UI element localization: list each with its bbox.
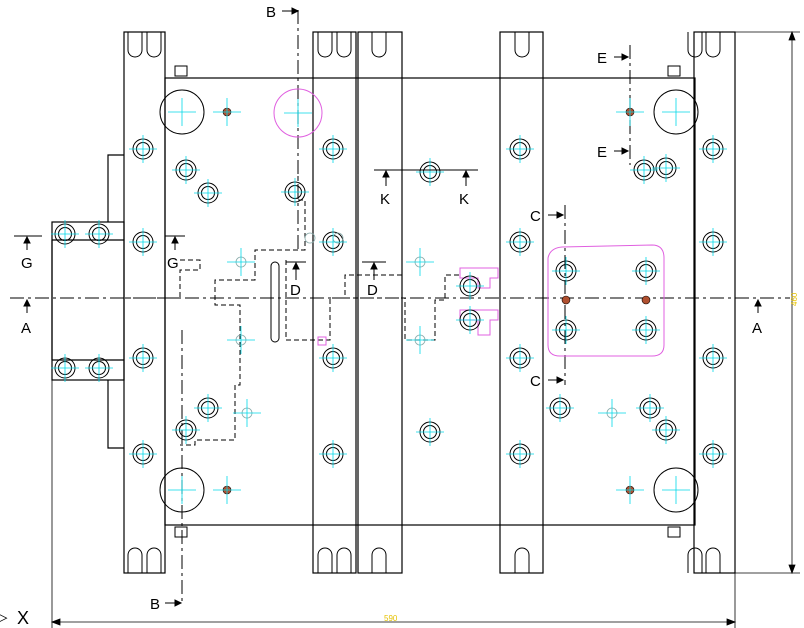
center-cross-mark [281,178,309,206]
center-cross-mark [319,228,347,256]
center-cross-mark [227,248,255,276]
leader-pin-bores [159,89,699,513]
pins [222,107,651,495]
center-cross-mark [506,344,534,372]
light-circle [304,232,316,244]
center-cross-mark [506,440,534,468]
center-cross-mark [85,354,113,382]
center-cross-mark [699,135,727,163]
center-cross-mark [652,154,680,182]
label-b-bottom: B [150,596,160,613]
label-b-top: B [266,4,276,21]
dimension-height: 460 [790,292,799,306]
center-cross-mark [319,440,347,468]
center-cross-mark [129,228,157,256]
label-c-top: C [530,208,541,225]
label-a-right: A [752,320,762,337]
label-e-bottom: E [597,144,607,161]
label-g-right: G [167,255,179,272]
axis-arrow-icon: ▷ [0,609,8,626]
center-cross-mark [652,416,680,444]
center-cross-mark [85,220,113,248]
center-cross-mark [552,316,580,344]
center-cross-mark [227,326,255,354]
top-u-slots [127,32,721,58]
center-cross-mark [406,248,434,276]
center-cross-mark [416,158,444,186]
center-cross-mark [168,98,196,126]
center-cross-mark [213,476,241,504]
center-cross-mark [213,98,241,126]
center-cross-mark [662,476,690,504]
center-cross-mark [598,399,626,427]
center-cross-mark [699,228,727,256]
label-k-left: K [380,191,390,208]
label-d-right: D [367,282,378,299]
center-cross-mark [319,344,347,372]
dimension-lines [50,30,800,628]
center-cross-mark [172,416,200,444]
center-cross-mark [51,220,79,248]
center-cross-mark [406,326,434,354]
section-path [124,160,460,446]
axis-label-x: X [17,608,29,628]
label-a-left: A [21,320,31,337]
center-cross-mark [456,272,484,300]
slot-feature [270,261,280,343]
center-cross-mark [506,135,534,163]
center-cross-mark [416,418,444,446]
center-cross-mark [129,344,157,372]
corner-lugs [174,65,681,538]
dimension-width: 590 [384,614,398,623]
center-cross-mark [456,306,484,334]
label-e-top: E [597,50,607,67]
center-cross-mark [546,394,574,422]
center-cross-mark [616,476,644,504]
center-cross-mark [194,179,222,207]
light-features [235,232,618,419]
label-d-left: D [290,282,301,299]
center-cross-mark [632,316,660,344]
center-marks [51,98,727,504]
center-cross-mark [194,394,222,422]
center-cross-mark [699,440,727,468]
center-cross-mark [699,344,727,372]
center-cross-mark [636,394,664,422]
axis-indicator: ▷ X [0,608,29,628]
label-c-bottom: C [530,373,541,390]
center-cross-mark [284,99,312,127]
center-cross-mark [630,156,658,184]
center-cross-mark [552,257,580,285]
bottom-u-slots [127,547,721,573]
center-cross-mark [172,156,200,184]
center-cross-mark [168,476,196,504]
center-cross-mark [129,440,157,468]
label-k-right: K [459,191,469,208]
section-arrows [14,7,762,607]
center-cross-mark [233,399,261,427]
center-cross-mark [616,98,644,126]
center-cross-mark [129,135,157,163]
center-cross-mark [51,354,79,382]
mold-outline [51,31,736,574]
label-g-left: G [21,255,33,272]
highlight-shapes [273,88,665,357]
bolt-holes [54,138,724,465]
center-cross-mark [632,257,660,285]
center-cross-mark [506,228,534,256]
center-cross-mark [662,98,690,126]
center-cross-mark [319,135,347,163]
section-labels: B B C C E E G G D D K K A A [21,4,762,613]
